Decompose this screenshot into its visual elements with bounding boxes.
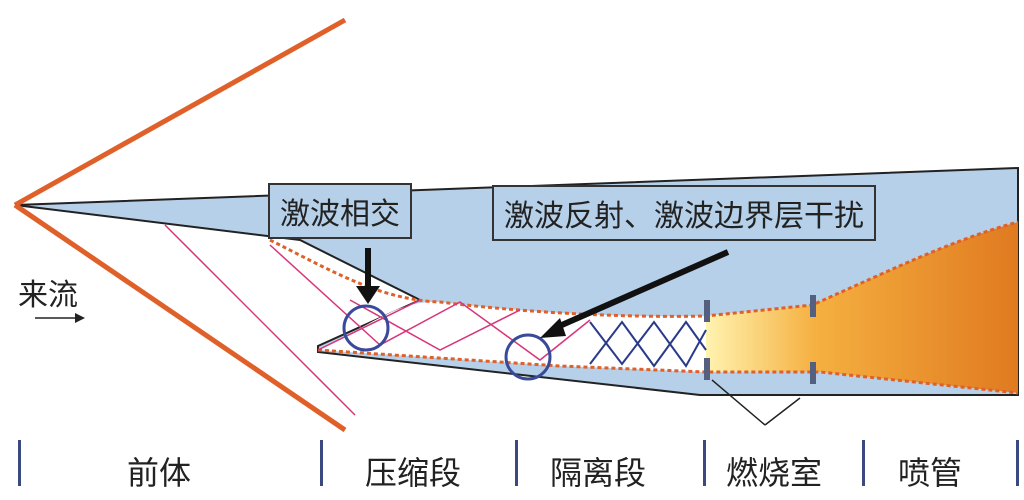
intersection-marker (342, 304, 390, 352)
flame (706, 222, 1018, 393)
section-divider (703, 440, 706, 486)
section-nozzle: 喷管 (898, 454, 963, 492)
section-divider (1016, 440, 1019, 486)
section-divider (515, 440, 518, 486)
section-isolator: 隔离段 (550, 454, 647, 492)
arrow-head (540, 318, 566, 338)
fuel-injectors (704, 295, 816, 384)
section-divider (320, 440, 323, 486)
isolator-shocks (589, 320, 707, 368)
oblique-shock-upper (13, 17, 347, 208)
reflected-shocks (164, 224, 591, 416)
section-compression: 压缩段 (365, 454, 462, 492)
section-divider (18, 440, 21, 486)
callout-reflection: 激波反射、激波边界层干扰 (492, 185, 876, 241)
section-divider (862, 440, 865, 486)
oblique-shock-lower (13, 202, 347, 433)
section-combustor: 燃烧室 (726, 454, 823, 492)
callout-intersection: 激波相交 (268, 183, 412, 239)
inflow-label: 来流 (18, 278, 78, 313)
arrow-head (356, 286, 380, 304)
reflection-marker (504, 333, 552, 381)
section-forebody: 前体 (127, 454, 192, 492)
